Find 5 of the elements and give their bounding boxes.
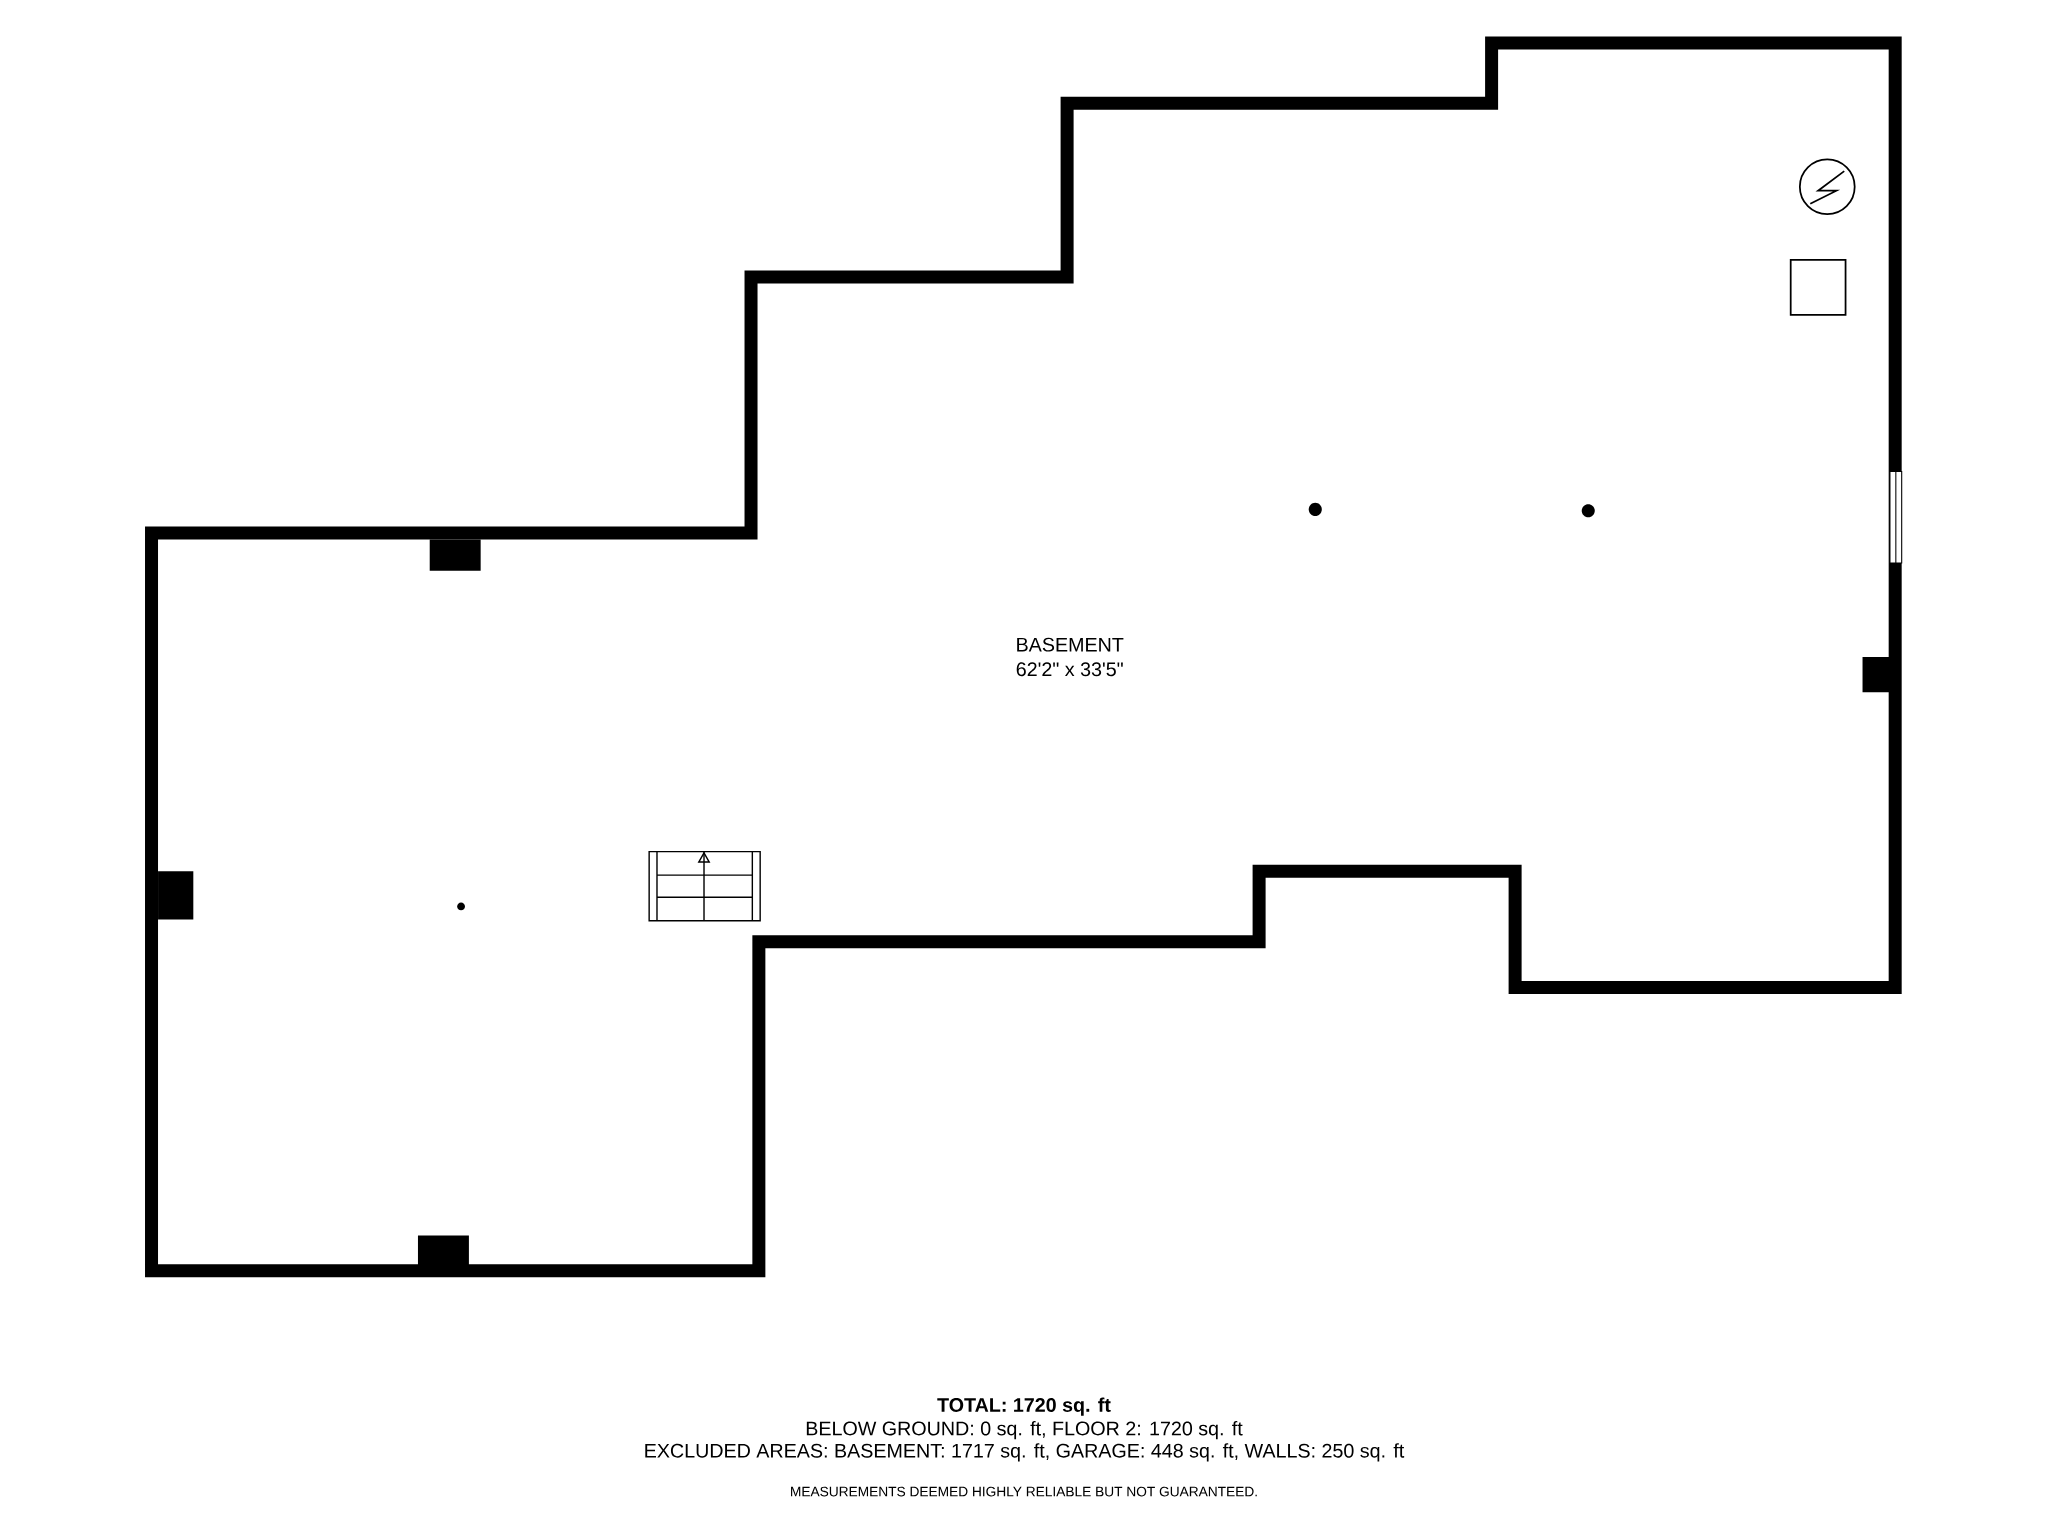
total-area-text: TOTAL: 1720 sq. ft <box>937 1397 1111 1416</box>
disclaimer-note: MEASUREMENTS DEEMED HIGHLY RELIABLE BUT NOT GUARANTEED. <box>791 1486 1257 1497</box>
basement-room: BASEMENT 62'2" x 33'5" <box>145 36 1902 1278</box>
area-breakdown-text: BELOW GROUND: 0 sq. ft, FLOOR 2: 1720 sq. ft <box>806 1421 1243 1440</box>
excluded-areas-text: EXCLUDED AREAS: BASEMENT: 1717 sq. ft, GARAGE: 448 sq. ft, WALLS: 250 sq. ft <box>645 1443 1405 1462</box>
